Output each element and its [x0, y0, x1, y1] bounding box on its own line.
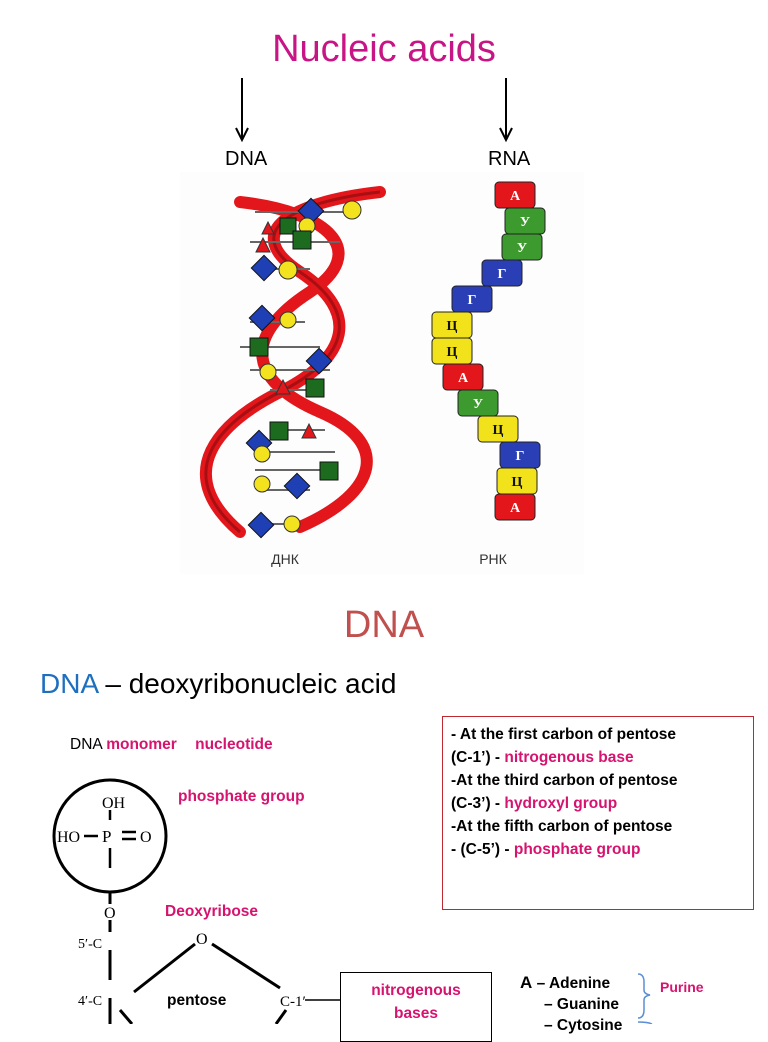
info-line-6-prefix: - (C-5’) -: [451, 841, 514, 858]
phosphate-label: phosphate group: [178, 788, 305, 805]
rna-nucleotide-letter: У: [473, 397, 483, 412]
rna-nucleotide-letter: А: [510, 189, 521, 204]
o-link-text: O: [104, 905, 116, 922]
info-line-4-prefix: (C-3’) -: [451, 795, 505, 812]
info-line-2: (C-1’) - nitrogenous base: [451, 746, 745, 769]
rna-nucleotide-block: [457, 389, 499, 417]
info-line-5: -At the fifth carbon of pentose: [451, 818, 673, 835]
oh-text: OH: [102, 795, 126, 812]
rna-nucleotide-letter: Г: [516, 449, 525, 464]
deoxyribose-label: Deoxyribose: [165, 903, 259, 920]
p-text: P: [102, 827, 111, 846]
nucleotide-word: nucleotide: [195, 736, 273, 753]
monomer-prefix: DNA: [70, 736, 102, 753]
rna-nucleotide-letter: У: [517, 241, 527, 256]
rna-nucleotide-letter: А: [458, 371, 469, 386]
arrow-head-rna: [499, 127, 513, 143]
rna-caption: РНК: [479, 551, 507, 567]
nbox-line-2: bases: [394, 1005, 438, 1022]
rna-nucleotide-letter: Г: [498, 267, 507, 282]
rna-nucleotide-block: [501, 233, 543, 261]
definition-text: – deoxyribonucleic acid: [97, 668, 397, 699]
purine-label: Purine: [660, 979, 704, 995]
info-line-1: - At the first carbon of pentose: [451, 726, 677, 743]
page-title: Nucleic acids: [272, 28, 496, 70]
info-line-4: (C-3’) - hydroxyl group: [451, 792, 745, 815]
base-cytosine: – Cytosine: [544, 1017, 623, 1034]
info-line-6-term: phosphate group: [513, 841, 641, 858]
rna-nucleotide-block: [477, 415, 519, 443]
o-ring-text: O: [196, 931, 208, 948]
info-line-6: - (C-5’) - phosphate group: [451, 838, 745, 861]
info-box: - At the first carbon of pentose (C-1’) …: [442, 716, 754, 910]
pentose-label: pentose: [167, 992, 227, 1009]
rna-nucleotide-block: [494, 493, 536, 521]
c1-text: C-1′: [280, 994, 306, 1010]
rna-nucleotide-letter: Г: [468, 293, 477, 308]
rna-nucleotide-letter: Ц: [447, 345, 458, 360]
nbox-line-1: nitrogenous: [371, 982, 461, 999]
purine-bracket: [637, 973, 653, 1024]
monomer-line: DNA monomer nucleotide: [70, 736, 273, 754]
base-a-letter: A: [520, 973, 533, 992]
c4-text: 4′-C: [78, 994, 102, 1009]
ring-bond-right: [211, 942, 281, 990]
arrows: [235, 78, 513, 143]
dna-caption: ДНК: [271, 551, 300, 567]
arrow-head-dna: [235, 127, 249, 143]
dna-bases: [245, 197, 362, 539]
rna-nucleotide-letter: Ц: [512, 475, 523, 490]
nitrogenous-bases-box: nitrogenous bases: [340, 972, 492, 1042]
dna-label: DNA: [225, 148, 268, 170]
monomer-word: monomer: [106, 736, 177, 753]
definition: DNA – deoxyribonucleic acid: [40, 668, 396, 700]
info-line-3: -At the third carbon of pentose: [451, 772, 678, 789]
base-a-name: – Adenine: [532, 975, 611, 992]
o-right-text: O: [140, 829, 152, 846]
base-adenine: A – Adenine: [520, 973, 610, 993]
rna-nucleotide-letter: Ц: [447, 319, 458, 334]
nucleotide-structure: OH HO P O O O 5′-C 4′-C C-1′: [52, 778, 340, 1024]
rna-nucleotide-block: [451, 285, 493, 313]
rna-nucleotide-letter: А: [510, 501, 521, 516]
rna-nucleotide-letter: У: [520, 215, 530, 230]
info-line-2-term: nitrogenous base: [504, 749, 634, 766]
section-title: DNA: [343, 604, 425, 646]
definition-abbr: DNA: [40, 668, 98, 699]
c5-text: 5′-C: [78, 937, 102, 952]
rna-nucleotide-block: [481, 259, 523, 287]
info-line-4-term: hydroxyl group: [504, 795, 618, 812]
rna-nucleotide-letter: Ц: [493, 423, 504, 438]
base-guanine: – Guanine: [544, 996, 619, 1013]
rna-label: RNA: [488, 148, 531, 170]
ho-text: HO: [57, 829, 80, 846]
info-line-2-prefix: (C-1’) -: [451, 749, 505, 766]
ring-bond-left: [133, 942, 196, 994]
